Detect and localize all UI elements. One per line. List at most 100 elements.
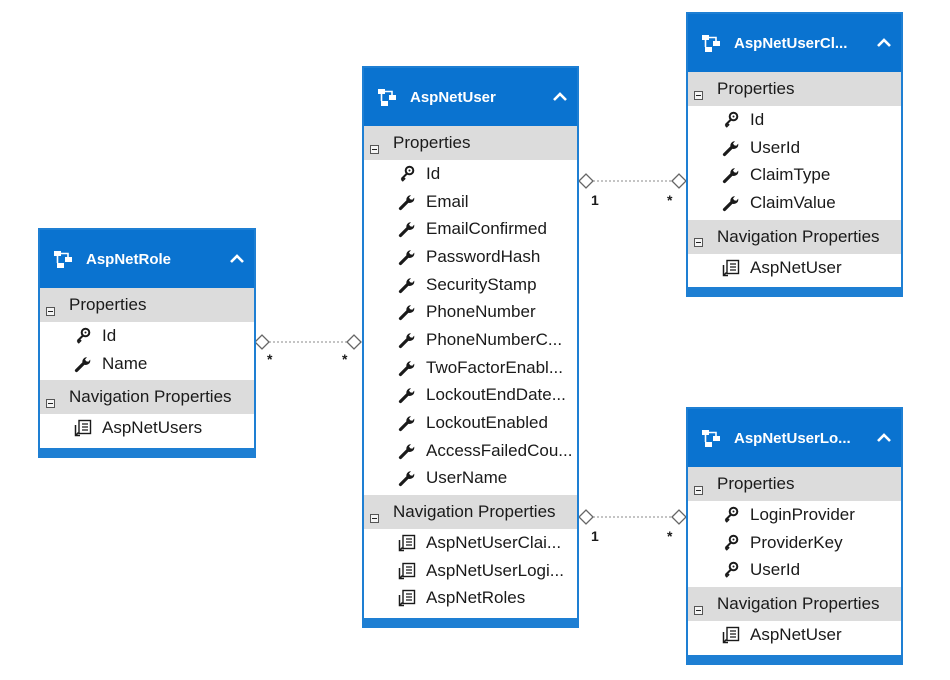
wrench-icon bbox=[398, 386, 416, 404]
property-row[interactable]: LoginProvider bbox=[688, 501, 901, 529]
wrench-icon bbox=[398, 248, 416, 266]
wrench-icon bbox=[398, 469, 416, 487]
wrench-icon bbox=[398, 414, 416, 432]
property-name: UserId bbox=[750, 137, 801, 157]
collapse-minus-icon[interactable] bbox=[694, 85, 703, 100]
navigation-property-row[interactable]: AspNetUserClai... bbox=[364, 529, 577, 557]
entity-title: AspNetUserCl... bbox=[734, 34, 848, 52]
section-label: Navigation Properties bbox=[717, 226, 880, 246]
collapse-chevron-icon[interactable] bbox=[875, 34, 893, 52]
entity-header[interactable]: AspNetUser bbox=[364, 68, 577, 126]
properties-section-header[interactable]: Properties bbox=[688, 467, 901, 501]
property-row[interactable]: PhoneNumberC... bbox=[364, 326, 577, 354]
section-label: Navigation Properties bbox=[393, 502, 556, 522]
property-row[interactable]: TwoFactorEnabl... bbox=[364, 354, 577, 382]
property-row[interactable]: ClaimValue bbox=[688, 189, 901, 217]
navigation-section-header[interactable]: Navigation Properties bbox=[688, 219, 901, 254]
navigation-property-row[interactable]: AspNetUser bbox=[688, 254, 901, 282]
entity-aspnetuserlogin[interactable]: AspNetUserLo... Properties LoginProvider… bbox=[686, 407, 903, 665]
navigation-property-row[interactable]: AspNetUserLogi... bbox=[364, 557, 577, 585]
property-row[interactable]: UserName bbox=[364, 465, 577, 493]
property-row[interactable]: SecurityStamp bbox=[364, 271, 577, 299]
property-name: ClaimValue bbox=[750, 192, 836, 212]
navigation-property-name: AspNetUserLogi... bbox=[426, 560, 564, 580]
navigation-list: AspNetUserClai... AspNetUserLogi... AspNet… bbox=[364, 529, 577, 612]
association-user-login bbox=[578, 509, 687, 525]
collapse-minus-icon[interactable] bbox=[370, 139, 379, 154]
property-row[interactable]: LockoutEndDate... bbox=[364, 382, 577, 410]
property-row[interactable]: EmailConfirmed bbox=[364, 215, 577, 243]
property-row[interactable]: UserId bbox=[688, 556, 901, 584]
section-label: Properties bbox=[69, 295, 147, 314]
navigation-property-row[interactable]: AspNetRoles bbox=[364, 585, 577, 613]
property-name: ClaimType bbox=[750, 165, 831, 185]
wrench-icon bbox=[398, 359, 416, 377]
property-name: ProviderKey bbox=[750, 532, 843, 552]
property-row[interactable]: ProviderKey bbox=[688, 529, 901, 557]
entity-header[interactable]: AspNetRole bbox=[40, 230, 254, 288]
association-user-claim bbox=[578, 173, 687, 189]
collapse-minus-icon[interactable] bbox=[46, 393, 55, 408]
property-row[interactable]: Id bbox=[364, 160, 577, 188]
navigation-property-row[interactable]: AspNetUsers bbox=[40, 414, 254, 442]
navigation-section-header[interactable]: Navigation Properties bbox=[364, 495, 577, 530]
wrench-icon bbox=[398, 331, 416, 349]
properties-section-header[interactable]: Properties bbox=[40, 288, 254, 322]
navigation-list: AspNetUser bbox=[688, 254, 901, 282]
property-row[interactable]: Email bbox=[364, 188, 577, 216]
property-name: LoginProvider bbox=[750, 504, 855, 524]
collapse-minus-icon[interactable] bbox=[694, 232, 703, 248]
key-icon bbox=[722, 111, 740, 129]
wrench-icon bbox=[74, 355, 92, 373]
wrench-icon bbox=[398, 276, 416, 294]
property-row[interactable]: UserId bbox=[688, 134, 901, 162]
multiplicity-user-side: 1 bbox=[591, 192, 599, 208]
navigation-section-header[interactable]: Navigation Properties bbox=[40, 380, 254, 415]
collapse-chevron-icon[interactable] bbox=[551, 88, 569, 106]
multiplicity-claim-side: * bbox=[667, 192, 673, 208]
wrench-icon bbox=[398, 220, 416, 238]
property-row[interactable]: Name bbox=[40, 350, 254, 378]
navigation-property-name: AspNetUser bbox=[750, 257, 842, 277]
navigation-property-name: AspNetRoles bbox=[426, 588, 526, 608]
property-row[interactable]: AccessFailedCou... bbox=[364, 437, 577, 465]
property-name: PhoneNumber bbox=[426, 302, 536, 322]
property-row[interactable]: ClaimType bbox=[688, 161, 901, 189]
property-row[interactable]: Id bbox=[40, 322, 254, 350]
property-row[interactable]: Id bbox=[688, 106, 901, 134]
property-name: LockoutEndDate... bbox=[426, 385, 566, 405]
key-icon bbox=[722, 534, 740, 552]
property-row[interactable]: LockoutEnabled bbox=[364, 409, 577, 437]
properties-section-header[interactable]: Properties bbox=[364, 126, 577, 160]
section-label: Properties bbox=[393, 133, 471, 152]
wrench-icon bbox=[398, 193, 416, 211]
entity-icon bbox=[700, 32, 722, 54]
property-row[interactable]: PasswordHash bbox=[364, 243, 577, 271]
association-role-user bbox=[254, 334, 362, 350]
collapse-minus-icon[interactable] bbox=[370, 508, 379, 523]
navigation-property-row[interactable]: AspNetUser bbox=[688, 621, 901, 649]
collapse-chevron-icon[interactable] bbox=[228, 250, 246, 268]
wrench-icon bbox=[722, 166, 740, 184]
collapse-minus-icon[interactable] bbox=[46, 301, 55, 316]
properties-section-header[interactable]: Properties bbox=[688, 72, 901, 106]
navigation-section-header[interactable]: Navigation Properties bbox=[688, 587, 901, 622]
property-name: Email bbox=[426, 191, 469, 211]
navigation-property-icon bbox=[398, 562, 416, 580]
entity-header[interactable]: AspNetUserCl... bbox=[688, 14, 901, 72]
property-row[interactable]: PhoneNumber bbox=[364, 298, 577, 326]
property-name: PhoneNumberC... bbox=[426, 329, 563, 349]
collapse-minus-icon[interactable] bbox=[694, 600, 703, 615]
collapse-chevron-icon[interactable] bbox=[875, 429, 893, 447]
navigation-list: AspNetUser bbox=[688, 621, 901, 649]
section-label: Navigation Properties bbox=[717, 594, 880, 614]
entity-header[interactable]: AspNetUserLo... bbox=[688, 409, 901, 467]
collapse-minus-icon[interactable] bbox=[694, 480, 703, 495]
